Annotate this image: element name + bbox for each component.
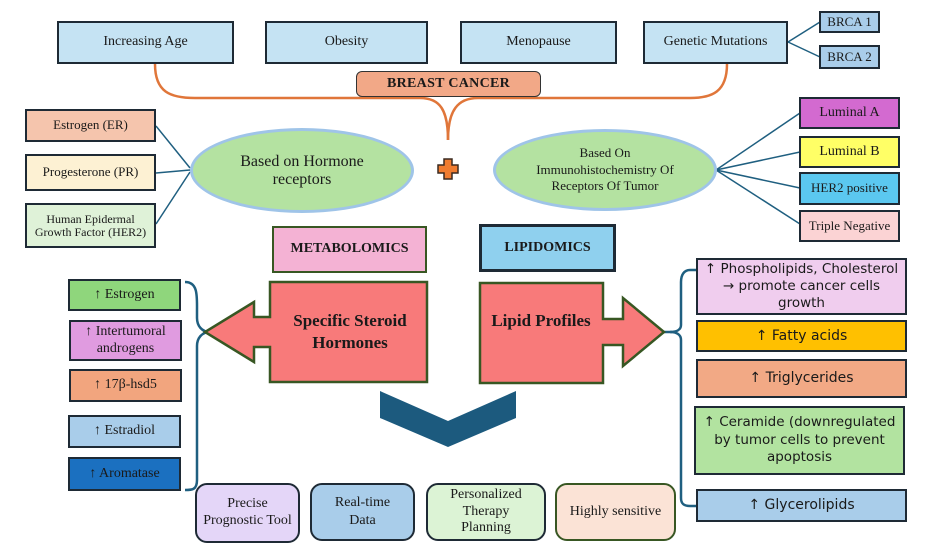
brca1-label: BRCA 1 <box>827 13 872 29</box>
metabolite-estradiol: ↑ Estradiol <box>68 415 181 448</box>
title-label: BREAST CANCER <box>386 75 511 91</box>
metabolite-label: ↑ Estradiol <box>93 423 156 439</box>
risk-factor-genetic-mutations: Genetic Mutations <box>643 21 788 64</box>
lipidomics-label: LIPIDOMICS <box>504 239 591 255</box>
risk-factor-label: Menopause <box>506 34 571 50</box>
feature-personalized-therapy-planning: Personalized Therapy Planning <box>426 483 546 541</box>
feature-label: Personalized Therapy Planning <box>450 486 522 536</box>
breast-cancer-title: BREAST CANCER <box>356 71 541 97</box>
receptor-label: Progesterone (PR) <box>42 164 139 180</box>
subtype-label: Triple Negative <box>808 217 891 233</box>
metabolomics-brace <box>184 280 211 492</box>
lipid-label: ↑ Glycerolipids <box>748 497 855 514</box>
lipid-triglycerides: ↑ Triglycerides <box>696 359 907 398</box>
lipidomics-header: LIPIDOMICS <box>479 224 616 272</box>
subtype-label: Luminal A <box>819 104 880 120</box>
feature-real-time-data: Real-time Data <box>310 483 415 541</box>
risk-factor-label: Increasing Age <box>103 34 188 50</box>
receptor-progesterone: Progesterone (PR) <box>25 154 156 191</box>
receptor-label: Human Epidermal Growth Factor (HER2) <box>34 211 147 239</box>
lipid-label: ↑ Phospholipids, Cholesterol → promote c… <box>704 261 899 311</box>
metabolite-label: ↑ 17β-hsd5 <box>94 377 157 393</box>
receptor-her2: Human Epidermal Growth Factor (HER2) <box>25 203 156 248</box>
subtype-luminal-b: Luminal B <box>799 136 900 168</box>
brca2-label: BRCA 2 <box>827 48 872 64</box>
risk-brace-connector <box>153 63 450 141</box>
her2-connector <box>155 171 191 225</box>
metabolite-intertumoral-androgens: ↑ Intertumoral androgens <box>69 320 182 361</box>
hormone-receptors-label: Based on Hormone receptors <box>240 152 364 188</box>
immunohistochemistry-ellipse: Based On Immunohistochemistry Of Recepto… <box>493 129 717 211</box>
lipid-ceramide: ↑ Ceramide (downregulated by tumor cells… <box>694 406 905 475</box>
lipid-label: ↑ Triglycerides <box>749 370 854 387</box>
luminal-b-connector <box>715 151 801 171</box>
luminal-a-connector <box>715 112 801 171</box>
chevron-down-icon <box>380 391 516 447</box>
subtype-her2-positive: HER2 positive <box>799 172 900 205</box>
brca2-connector <box>787 41 821 58</box>
receptor-label: Estrogen (ER) <box>53 117 128 133</box>
feature-label: Highly sensitive <box>569 503 662 519</box>
receptor-estrogen: Estrogen (ER) <box>25 109 156 142</box>
feature-label: Real-time Data <box>334 494 391 528</box>
risk-factor-menopause: Menopause <box>460 21 617 64</box>
pr-connector <box>155 169 191 174</box>
risk-factor-increasing-age: Increasing Age <box>57 21 234 64</box>
subtype-triple-negative: Triple Negative <box>799 210 900 242</box>
metabolite-17b-hsd5: ↑ 17β-hsd5 <box>69 369 182 402</box>
her2-positive-connector <box>715 169 801 189</box>
lipid-label: ↑ Fatty acids <box>755 327 848 344</box>
metabolite-label: ↑ Estrogen <box>94 286 155 302</box>
risk-factor-obesity: Obesity <box>265 21 428 64</box>
risk-brace-connector-right <box>446 63 729 141</box>
lipid-profiles-arrow <box>478 281 666 385</box>
subtype-label: Luminal B <box>819 143 880 159</box>
subtype-label: HER2 positive <box>811 180 888 196</box>
steroid-hormones-label: Specific Steroid Hormones <box>293 311 407 353</box>
lipid-glycerolipids: ↑ Glycerolipids <box>696 489 907 522</box>
brca1-box: BRCA 1 <box>819 11 880 33</box>
hormone-receptors-ellipse: Based on Hormone receptors <box>190 128 414 213</box>
risk-factor-label: Genetic Mutations <box>663 34 768 50</box>
metabolomics-label: METABOLOMICS <box>290 241 409 257</box>
metabolite-label: ↑ Intertumoral androgens <box>85 324 166 356</box>
lipid-fatty-acids: ↑ Fatty acids <box>696 320 907 352</box>
plus-icon <box>437 158 459 180</box>
brca2-box: BRCA 2 <box>819 45 880 69</box>
lipid-phospholipids-cholesterol: ↑ Phospholipids, Cholesterol → promote c… <box>696 258 907 315</box>
feature-highly-sensitive: Highly sensitive <box>555 483 676 541</box>
lipid-label: ↑ Ceramide (downregulated by tumor cells… <box>703 414 896 466</box>
metabolite-label: ↑ Aromatase <box>89 465 160 481</box>
immunohistochemistry-label: Based On Immunohistochemistry Of Recepto… <box>536 144 674 194</box>
feature-label: Precise Prognostic Tool <box>203 496 292 528</box>
lipidomics-brace <box>669 268 697 508</box>
steroid-hormones-arrow <box>202 280 429 384</box>
triple-negative-connector <box>715 169 801 225</box>
metabolomics-header: METABOLOMICS <box>272 226 427 273</box>
brca1-connector <box>787 21 821 43</box>
lipid-profiles-label: Lipid Profiles <box>491 311 591 330</box>
feature-precise-prognostic-tool: Precise Prognostic Tool <box>195 483 300 543</box>
risk-factor-label: Obesity <box>324 34 369 50</box>
subtype-luminal-a: Luminal A <box>799 97 900 129</box>
metabolite-estrogen: ↑ Estrogen <box>68 279 181 311</box>
metabolite-aromatase: ↑ Aromatase <box>68 457 181 491</box>
er-connector <box>155 125 191 169</box>
